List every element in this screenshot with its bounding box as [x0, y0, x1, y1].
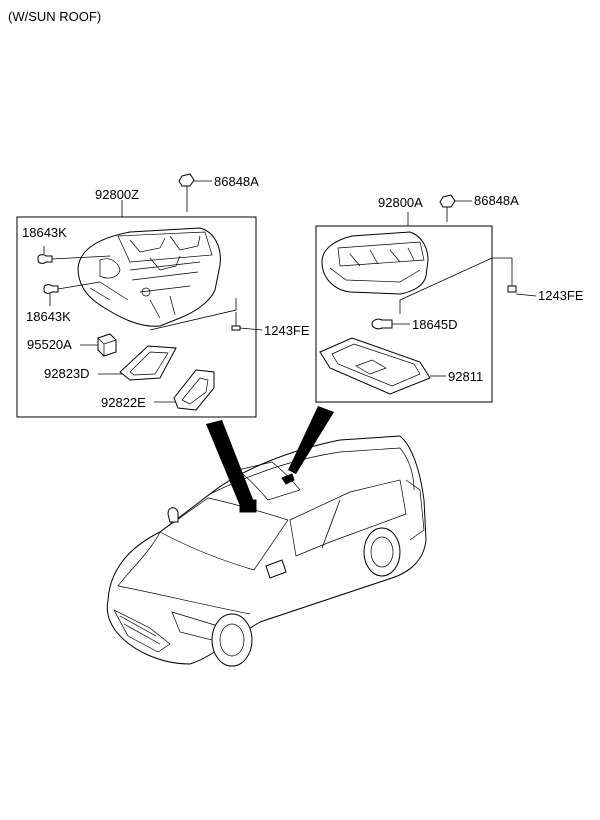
header-label: (W/SUN ROOF) — [8, 9, 102, 24]
label-right-screw-top: 86848A — [474, 193, 519, 208]
left-top-screw-icon — [178, 173, 212, 212]
right-top-screw-icon — [407, 194, 472, 226]
left-pointer-arrow — [206, 420, 254, 506]
label-right-lens: 92811 — [448, 369, 484, 384]
label-left-bulb-upper: 18643K — [22, 225, 67, 240]
left-group-box — [16, 216, 257, 418]
label-left-lens-frame: 92823D — [44, 366, 90, 381]
right-console-assembly — [321, 231, 429, 295]
label-left-screw-top: 86848A — [214, 174, 259, 189]
car-illustration — [106, 435, 427, 667]
right-group-box — [315, 225, 493, 403]
label-right-assembly: 92800A — [378, 195, 423, 210]
left-switch-icon — [80, 333, 117, 357]
label-left-bulb-lower: 18643K — [26, 309, 71, 324]
left-lens-frame-icon — [98, 345, 177, 381]
label-right-screw-side: 1243FE — [538, 288, 584, 303]
label-left-assembly: 92800Z — [95, 187, 140, 202]
left-upper-bulb-icon — [37, 246, 111, 264]
right-side-screw-icon — [399, 257, 537, 314]
label-left-lens: 92822E — [101, 395, 146, 410]
left-lower-bulb-icon — [43, 281, 101, 306]
label-left-switch: 95520A — [27, 337, 72, 352]
label-right-bulb: 18645D — [412, 317, 458, 332]
label-left-screw-side: 1243FE — [264, 323, 310, 338]
left-console-assembly — [77, 227, 221, 327]
right-bulb-icon — [371, 318, 410, 330]
right-lens-icon — [319, 337, 446, 395]
left-lens-icon — [154, 369, 215, 411]
right-pointer-arrow — [288, 406, 334, 474]
left-side-screw-icon — [149, 298, 263, 331]
